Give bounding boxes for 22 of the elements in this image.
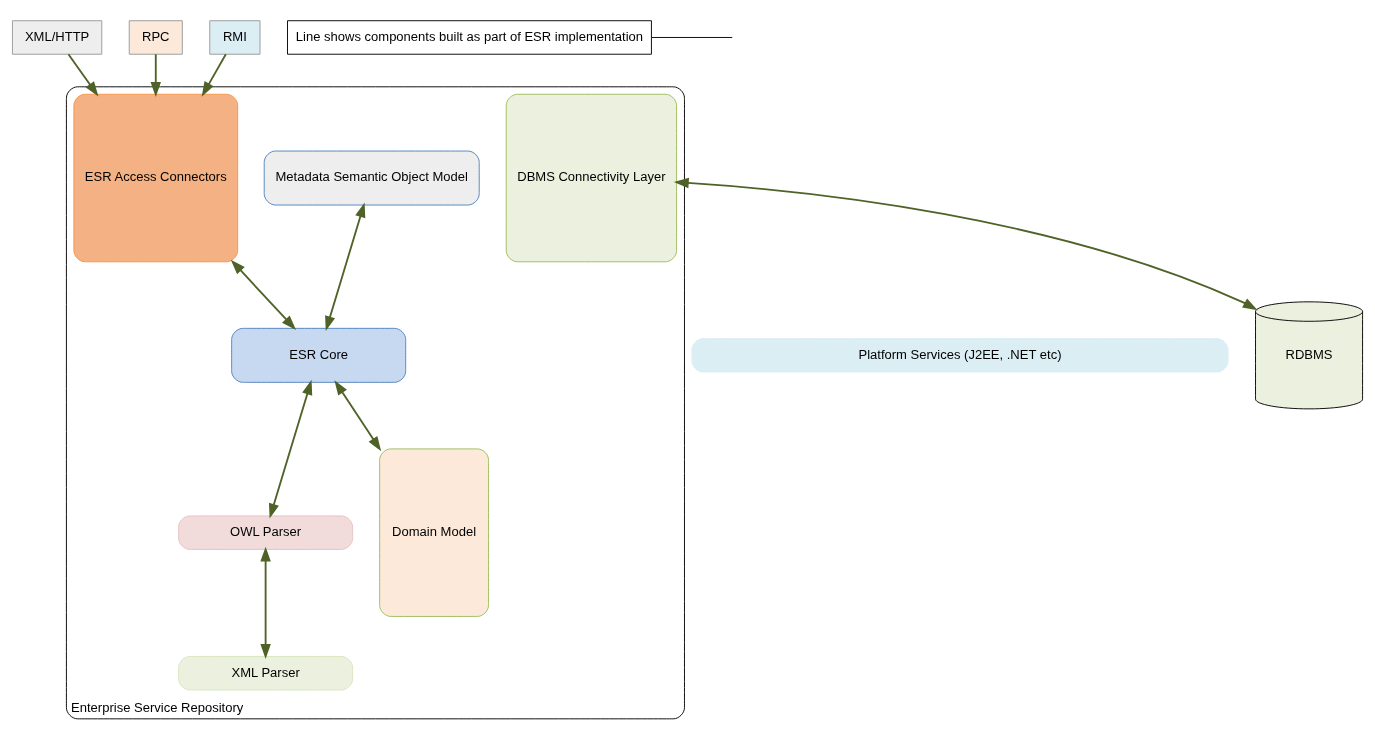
arrow xyxy=(334,380,382,452)
node-box: DBMS Connectivity Layer xyxy=(505,93,678,263)
node-box: RMI xyxy=(209,20,261,55)
arrow xyxy=(268,379,313,519)
arrow xyxy=(150,53,161,97)
arrow xyxy=(325,202,366,331)
node-box: ESR Core xyxy=(231,327,407,383)
node-box: ESR Access Connectors xyxy=(73,93,239,263)
node-box: Platform Services (J2EE, .NET etc) xyxy=(691,338,1229,373)
node-box: RPC xyxy=(128,20,183,55)
arrow xyxy=(230,259,296,331)
node-box: XML/HTTP xyxy=(11,20,103,55)
node-box: OWL Parser xyxy=(178,515,354,550)
node-box: Domain Model xyxy=(379,448,489,617)
arrow xyxy=(201,53,227,97)
node-box: XML Parser xyxy=(178,656,354,691)
arrow xyxy=(67,53,99,97)
node-box: Metadata Semantic Object Model xyxy=(263,150,480,206)
arrow xyxy=(260,546,271,659)
connector xyxy=(651,37,733,38)
arrow xyxy=(673,177,1258,311)
node-box: Line shows components built as part of ESR implementation xyxy=(287,20,652,55)
